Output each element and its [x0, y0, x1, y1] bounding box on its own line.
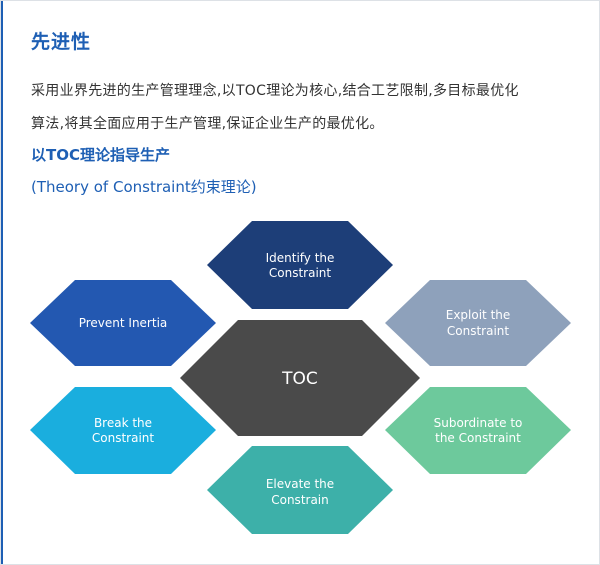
node-exploit: Exploit the Constraint: [385, 280, 571, 366]
center-hexagon: [180, 320, 420, 436]
section-title: 先进性: [31, 31, 92, 53]
accent-bar: [1, 1, 3, 564]
node-subordinate-label-2: the Constraint: [435, 431, 521, 445]
node-subordinate-label-1: Subordinate to: [434, 416, 523, 430]
center-label: TOC: [281, 369, 318, 389]
node-identify-label-2: Constraint: [269, 266, 332, 280]
node-prevent-label-1: Prevent Inertia: [79, 316, 168, 330]
node-elevate-label-2: Constrain: [271, 493, 329, 507]
node-exploit-label-1: Exploit the: [446, 308, 511, 322]
node-elevate-label-1: Elevate the: [266, 477, 334, 491]
node-break-label-1: Break the: [94, 416, 152, 430]
node-prevent: Prevent Inertia: [30, 280, 216, 366]
node-identify-hexagon: [207, 221, 393, 309]
description-line-1: 采用业界先进的生产管理理念,以TOC理论为核心,结合工艺限制,多目标最优化: [31, 83, 519, 99]
node-break-hexagon: [30, 387, 216, 474]
node-elevate: Elevate the Constrain: [207, 446, 393, 534]
node-subordinate: Subordinate to the Constraint: [385, 387, 571, 474]
node-break-label-2: Constraint: [92, 431, 155, 445]
center-node: TOC: [180, 320, 420, 436]
node-prevent-hexagon: [30, 280, 216, 366]
node-exploit-hexagon: [385, 280, 571, 366]
node-subordinate-hexagon: [385, 387, 571, 474]
toc-subtitle: 以TOC理论指导生产: [31, 146, 170, 164]
description-line-2: 算法,将其全面应用于生产管理,保证企业生产的最优化。: [31, 116, 384, 132]
node-identify: Identify the Constraint: [207, 221, 393, 309]
node-elevate-hexagon: [207, 446, 393, 534]
toc-subtitle-english: (Theory of Constraint约束理论): [31, 178, 257, 196]
node-exploit-label-2: Constraint: [447, 324, 510, 338]
node-break: Break the Constraint: [30, 387, 216, 474]
node-identify-label-1: Identify the: [266, 251, 335, 265]
